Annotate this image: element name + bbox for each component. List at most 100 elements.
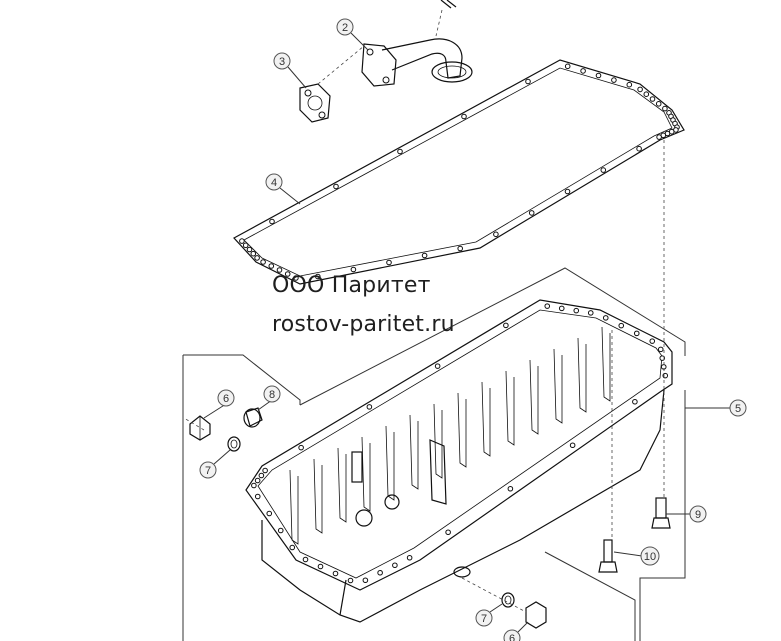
bolt-hole [362, 577, 369, 584]
bolt-hole [254, 255, 260, 261]
bolt-hole [626, 81, 633, 88]
pan-rib [481, 381, 491, 457]
bolt-hole [421, 252, 428, 259]
drain-plug-upper [189, 415, 211, 441]
bolt-hole [434, 363, 441, 369]
callout-label: 7 [205, 465, 211, 477]
bolt-hole [633, 330, 640, 337]
bolt-hole [302, 556, 309, 563]
gasket-small-plate [299, 83, 331, 123]
bolt-hole [636, 145, 642, 152]
bolt-hole [618, 322, 625, 329]
bolt-hole [250, 250, 257, 257]
pan-rib [313, 458, 323, 534]
dipstick-tip [440, 0, 457, 9]
bolt-hole [260, 259, 266, 265]
callout-label: 7 [481, 613, 487, 625]
watermark-site: rostov-paritet.ru [272, 312, 455, 337]
bolt-hole [544, 303, 551, 309]
bolt-hole [386, 259, 392, 266]
callout-8: 8 [263, 385, 281, 403]
callout-6-upper: 6 [217, 389, 235, 407]
bolt-hole [602, 315, 609, 321]
bolt-hole [525, 78, 531, 85]
bolt-hole [258, 472, 265, 479]
bolt-short [651, 497, 671, 529]
callout-label: 5 [735, 403, 741, 415]
bolt-hole [558, 305, 565, 312]
bolt-hole [333, 183, 339, 190]
pan-rib [577, 337, 587, 413]
oil-pan [245, 299, 673, 623]
bolt-hole [269, 218, 275, 225]
callout-5: 5 [729, 399, 747, 417]
bolt-hole [366, 404, 373, 410]
bolt-hole [254, 477, 261, 484]
bolt-hole [600, 167, 607, 173]
bolt-hole [659, 355, 666, 361]
bolt-hole [643, 91, 650, 97]
bolt-hole [632, 398, 638, 405]
drain-plug-lower [525, 601, 547, 629]
bolt-hole [298, 444, 304, 451]
bolt-hole [262, 467, 268, 474]
bolt-hole [268, 263, 275, 269]
bolt-hole [503, 322, 509, 329]
pan-rib [457, 392, 467, 468]
bolt-hole [637, 86, 643, 93]
pan-rib [601, 326, 611, 402]
bolt-hole [657, 346, 664, 353]
bolt-hole [564, 188, 571, 195]
bolt-hole [284, 271, 291, 277]
bolt-hole [392, 562, 398, 569]
pan-rib [361, 436, 371, 512]
bolt-hole [662, 105, 668, 112]
callout-label: 8 [269, 389, 275, 401]
callout-7-upper: 7 [199, 461, 217, 479]
bolt-hole [493, 231, 499, 238]
bolt-hole [254, 493, 261, 500]
seal-ring-lower [501, 592, 515, 608]
callout-label: 6 [223, 393, 229, 405]
pan-rib [289, 469, 299, 545]
callout-label: 4 [271, 177, 277, 189]
bolt-hole [332, 570, 339, 577]
callout-label: 10 [644, 551, 656, 563]
bolt-hole [277, 527, 284, 534]
callout-4: 4 [265, 173, 283, 191]
bolt-hole [242, 242, 249, 249]
pan-rib [433, 403, 443, 479]
callout-label: 3 [279, 56, 285, 68]
bolt-hole [276, 267, 283, 273]
callout-6-lower: 6 [503, 629, 521, 641]
bolt-hole [317, 563, 324, 570]
bolt-long [598, 539, 618, 573]
oil-pan-gasket [233, 59, 685, 285]
pan-rib [553, 348, 563, 424]
bolt-hole [587, 310, 594, 316]
bolt-hole [656, 134, 662, 140]
seal-ring-upper [227, 436, 241, 452]
assembly-lines [183, 9, 665, 613]
callout-label: 6 [509, 633, 515, 641]
bolt-hole [649, 96, 656, 102]
bolt-hole [289, 544, 296, 551]
bolt-hole [573, 307, 580, 314]
watermark-company: ООО Паритет [272, 273, 431, 298]
assembly-boundary [182, 267, 686, 641]
bolt-hole [595, 72, 602, 79]
bolt-hole [564, 63, 571, 70]
callout-3: 3 [273, 52, 291, 70]
pan-rib [505, 370, 515, 446]
bolt-hole [315, 273, 321, 280]
callout-label: 2 [342, 22, 348, 34]
callout-leaders [203, 32, 730, 633]
bolt-hole [347, 577, 354, 584]
bolt-hole [611, 77, 617, 83]
bolt-hole [266, 510, 273, 517]
callout-7-lower: 7 [475, 609, 493, 627]
callout-2: 2 [336, 18, 354, 36]
bolt-hole [246, 246, 253, 253]
pan-rib [385, 425, 395, 501]
